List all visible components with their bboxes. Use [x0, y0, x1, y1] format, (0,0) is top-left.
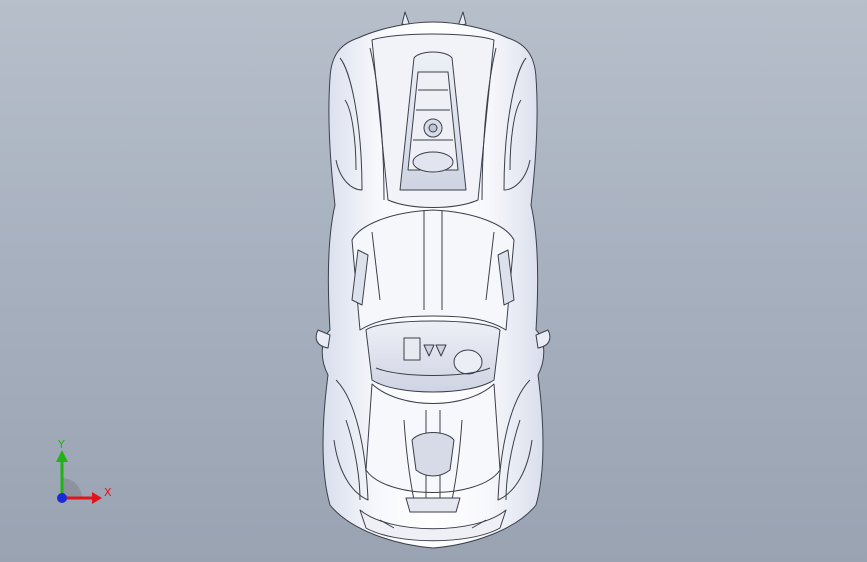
axis-triad: Y X [56, 438, 112, 504]
roof [351, 209, 515, 331]
triad-y-label: Y [57, 438, 65, 451]
triad-x-arrow [92, 492, 102, 504]
triad-plane-indicator [62, 478, 82, 498]
hood-vent [411, 432, 455, 477]
side-mirror-right [535, 329, 551, 349]
triad-x-label: X [104, 486, 112, 499]
side-mirror-left [315, 329, 331, 349]
triad-z-axis [57, 493, 67, 503]
front-splitter [359, 509, 507, 542]
triad-y-arrow [56, 450, 68, 462]
